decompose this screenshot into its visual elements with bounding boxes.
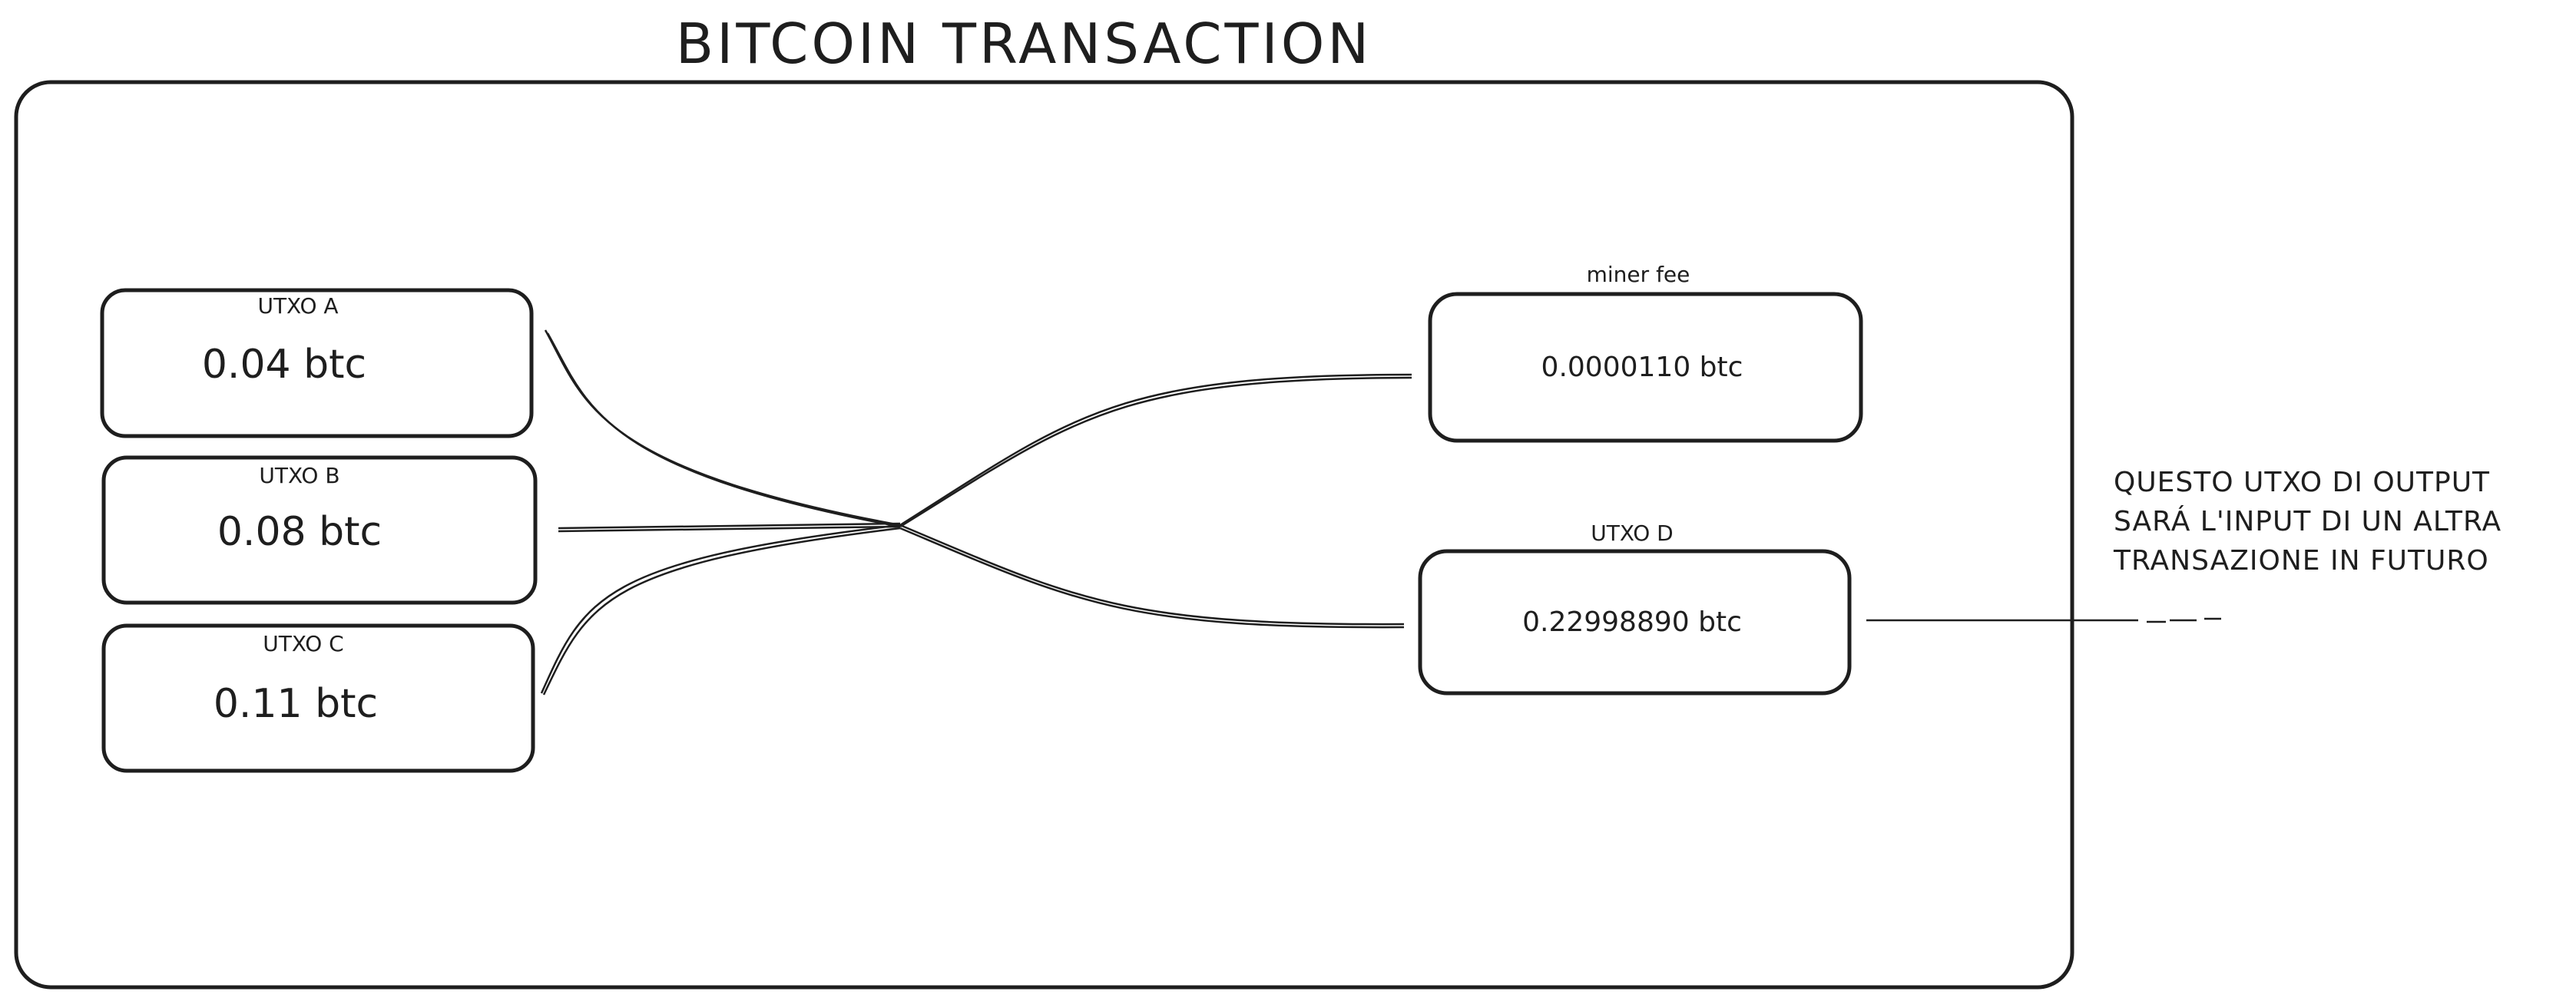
utxo-c-value: 0.11 btc [214,681,378,727]
utxo-c-label: UTXO C [263,631,343,656]
annotation-note: QUESTO UTXO DI OUTPUT SARÁ L'INPUT DI UN… [2113,467,2502,577]
connector-to-miner-fee [899,373,1412,527]
miner-fee-value: 0.0000110 btc [1541,352,1743,383]
connector-to-miner-fee-stroke2 [899,376,1412,528]
output-utxo-d: UTXO D 0.22998890 btc [1418,520,1852,696]
utxo-c-box [101,623,535,773]
input-utxo-b: UTXO B 0.08 btc [101,455,538,605]
note-line-3: TRANSAZIONE IN FUTURO [2113,545,2489,577]
note-line-1: QUESTO UTXO DI OUTPUT [2114,467,2490,498]
utxo-b-label: UTXO B [259,463,339,488]
utxo-b-value: 0.08 btc [217,509,382,555]
transaction-frame [14,80,2074,990]
utxo-a-box [100,288,534,438]
connector-utxo-a [544,329,901,527]
connector-utxo-a-stroke2 [546,332,901,528]
connector-to-utxo-d-stroke2 [899,527,1405,629]
connector-utxo-b [558,522,901,530]
connector-utxo-c-stroke2 [542,527,901,696]
connector-to-utxo-d [899,524,1405,626]
miner-fee-label: miner fee [1587,262,1690,287]
input-utxo-a: UTXO A 0.04 btc [100,288,534,438]
utxo-a-label: UTXO A [257,293,338,319]
miner-fee-box [1428,292,1863,443]
utxo-d-label: UTXO D [1591,520,1674,546]
diagram-title: BITCOIN TRANSACTION [676,12,1372,76]
input-utxo-c: UTXO C 0.11 btc [101,623,535,773]
utxo-a-value: 0.04 btc [202,342,366,388]
utxo-b-box [101,455,538,605]
note-line-2: SARÁ L'INPUT DI UN ALTRA [2114,505,2502,537]
connector-utxo-b-stroke2 [558,525,901,533]
utxo-d-box [1418,549,1852,696]
output-miner-fee: miner fee 0.0000110 btc [1428,262,1863,443]
utxo-d-value: 0.22998890 btc [1522,606,1742,638]
connector-utxo-c [540,524,901,694]
future-output-dashes [2147,617,2221,623]
